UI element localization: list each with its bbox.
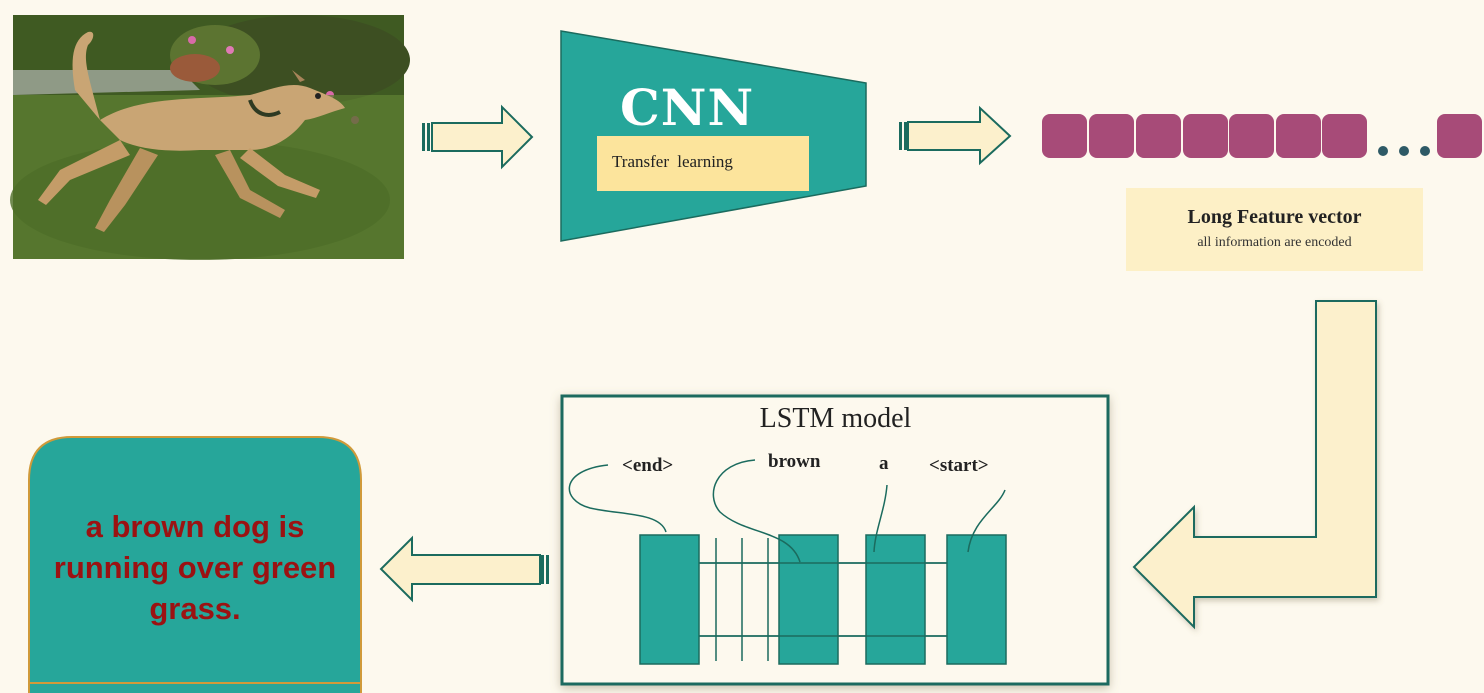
transfer-learning-box xyxy=(597,136,809,191)
feature-cell xyxy=(1042,114,1087,158)
lstm-title: LSTM model xyxy=(759,403,912,434)
callout-brown xyxy=(712,459,801,563)
output-caption: a brown dog is running over green grass. xyxy=(53,509,337,626)
feature-cell xyxy=(1089,114,1134,158)
token-brown: brown xyxy=(768,451,821,472)
cnn-title: CNN xyxy=(620,78,755,137)
token-end: <end> xyxy=(622,455,674,476)
token-a: a xyxy=(879,453,889,474)
token-start: <start> xyxy=(929,455,989,476)
feature-vector-subtitle: all information are encoded xyxy=(1197,235,1352,250)
arrow-vector-to-lstm xyxy=(1132,300,1377,630)
ellipsis-dot xyxy=(1420,146,1430,156)
feature-cell xyxy=(1183,114,1228,158)
lstm-cell xyxy=(639,534,700,665)
arrow-cnn-to-vector xyxy=(899,105,1012,166)
arrow-lstm-to-output xyxy=(379,535,549,603)
feature-vector-title: Long Feature vector xyxy=(1187,206,1362,228)
lstm-cell xyxy=(865,534,926,665)
arrow-photo-to-cnn xyxy=(422,104,534,170)
feature-cell xyxy=(1229,114,1274,158)
lstm-network xyxy=(568,459,1007,665)
feature-cell xyxy=(1437,114,1482,158)
dog-photo xyxy=(10,15,410,260)
feature-vector xyxy=(1042,114,1482,158)
callout-start xyxy=(967,489,1006,553)
ellipsis-dot xyxy=(1399,146,1409,156)
callout-end xyxy=(568,464,667,533)
feature-cell xyxy=(1322,114,1367,158)
feature-cell xyxy=(1136,114,1181,158)
transfer-learning-label: Transfer learning xyxy=(612,152,733,171)
feature-cell xyxy=(1276,114,1321,158)
ellipsis-dot xyxy=(1378,146,1388,156)
output-box xyxy=(28,436,362,693)
feature-vector-caption-box xyxy=(1126,188,1423,271)
callout-a xyxy=(873,484,888,553)
lstm-cell xyxy=(946,534,1007,665)
lstm-cell xyxy=(778,534,839,665)
